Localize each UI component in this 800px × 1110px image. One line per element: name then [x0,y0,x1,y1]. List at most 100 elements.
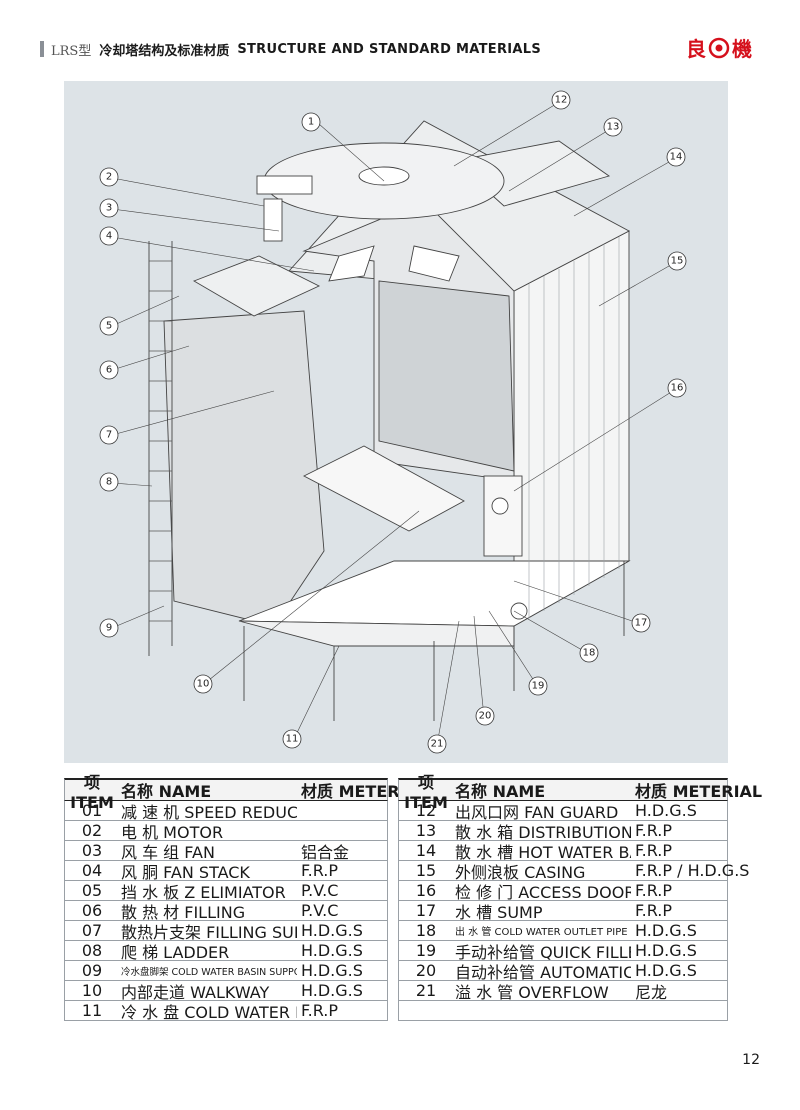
row-item: 05 [81,881,103,900]
structure-diagram-panel: 1 2 3 4 5 6 7 8 9 10 11 12 13 14 15 16 1… [64,81,728,763]
cooling-tower-illustration: 1 2 3 4 5 6 7 8 9 10 11 12 13 14 15 16 1… [99,90,687,754]
row-name: 风 胴 FAN STACK [121,862,250,882]
callout-14: 14 [666,147,686,167]
row-name: 冷 水 盘 COLD WATER BASIN [121,1002,297,1022]
row-item: 06 [81,901,103,920]
brand-left-char: 良 [686,37,706,61]
row-item: 11 [81,1001,103,1020]
callout-21: 21 [427,734,447,754]
table-row: 13散 水 箱 DISTRIBUTION BOXF.R.P [398,821,728,842]
svg-text:20: 20 [479,711,492,722]
brand-right-char: 機 [732,37,752,61]
row-material: 铝合金 [301,842,350,862]
row-item: 10 [81,981,103,1000]
row-item: 14 [415,841,437,860]
table-row: 05 挡 水 板 Z ELIMIATOR P.V.C [64,881,388,902]
row-name: 风 车 组 FAN [121,842,215,862]
row-item: 16 [415,881,437,900]
row-item: 04 [81,861,103,880]
row-material: F.R.P [635,821,672,840]
callout-13: 13 [603,117,623,137]
svg-text:13: 13 [607,122,620,133]
svg-text:7: 7 [106,430,112,441]
callout-15: 15 [667,251,687,271]
callout-7: 7 [99,425,119,445]
row-material: F.R.P [635,901,672,920]
callout-16: 16 [667,378,687,398]
svg-text:14: 14 [670,152,683,163]
row-name: 溢 水 管 OVERFLOW [455,982,609,1002]
row-item: 19 [415,941,437,960]
row-material: F.R.P [301,1001,338,1020]
row-name: 减 速 机 SPEED REDUCER [121,802,297,822]
row-item: 07 [81,921,103,940]
row-name: 手动补给管 QUICK FILLER [455,942,631,962]
svg-text:19: 19 [532,681,545,692]
svg-text:21: 21 [431,739,444,750]
table-row: 11 冷 水 盘 COLD WATER BASINF.R.P [64,1001,388,1022]
callout-20: 20 [475,706,495,726]
svg-text:18: 18 [583,648,596,659]
callout-6: 6 [99,360,119,380]
row-material: H.D.G.S [301,921,363,940]
row-name: 内部走道 WALKWAY [121,982,270,1002]
row-material: H.D.G.S [301,961,363,980]
svg-text:1: 1 [308,117,314,128]
title-chinese: 冷却塔结构及标准材质 [99,43,230,59]
svg-text:2: 2 [106,172,112,183]
callout-1: 1 [301,112,321,132]
row-name: 散 水 槽 HOT WATER BASIN [455,842,631,862]
row-name: 出 水 管 COLD WATER OUTLET PIPE [455,927,628,938]
table-row: 01减 速 机 SPEED REDUCER [64,801,388,822]
row-material: H.D.G.S [301,981,363,1000]
svg-text:11: 11 [286,734,299,745]
row-item: 03 [81,841,103,860]
header-material: 材质 METERIAL [635,782,763,801]
header-name: 名称 NAME [121,782,212,801]
callout-10: 10 [193,674,213,694]
row-material: P.V.C [301,881,339,900]
row-name: 外侧浪板 CASING [455,862,586,882]
row-name: 散 水 箱 DISTRIBUTION BOX [455,822,631,842]
row-name: 检 修 门 ACCESS DOOR [455,882,631,902]
brand-seal-icon [708,37,730,58]
svg-text:8: 8 [106,477,112,488]
svg-text:10: 10 [197,679,210,690]
brand-logo: 良 機 [686,33,752,62]
callout-4: 4 [99,226,119,246]
row-material: H.D.G.S [635,941,697,960]
row-name: 散热片支架 FILLING SUPPORT [121,922,297,942]
row-item: 02 [81,821,103,840]
row-name: 电 机 MOTOR [121,822,224,842]
header-name: 名称 NAME [455,782,546,801]
svg-text:6: 6 [106,365,112,376]
row-name: 爬 梯 LADDER [121,942,230,962]
row-name: 散 热 材 FILLING [121,902,246,922]
row-material: F.R.P [635,841,672,860]
row-material: F.R.P [635,881,672,900]
callout-18: 18 [579,643,599,663]
svg-text:5: 5 [106,321,112,332]
callout-9: 9 [99,618,119,638]
header-item: 项 ITEM [70,772,114,812]
row-material: H.D.G.S [301,941,363,960]
series-label: LRS型 [51,43,92,59]
row-item: 17 [415,901,437,920]
row-name: 挡 水 板 Z ELIMIATOR [121,882,286,902]
row-item: 15 [415,861,437,880]
title-english: STRUCTURE AND STANDARD MATERIALS [237,41,542,57]
callout-19: 19 [528,676,548,696]
row-material: H.D.G.S [635,921,697,940]
callout-3: 3 [99,198,119,218]
